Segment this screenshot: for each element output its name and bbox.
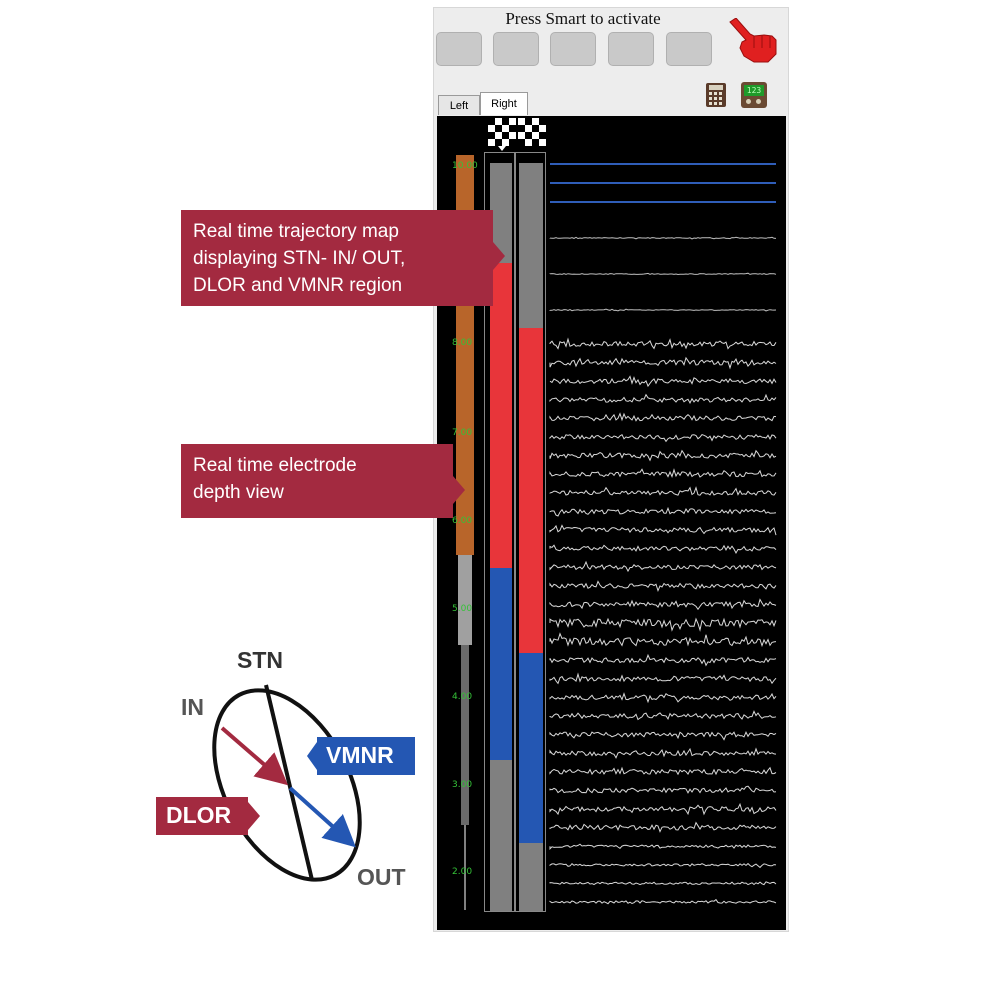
electrode-tip [464,825,466,910]
trace-line [549,337,777,350]
hand-pointer-icon[interactable] [724,18,780,68]
trace-line [549,881,777,886]
trace-line [549,308,777,312]
in-label: IN [181,694,204,720]
trace-line [549,672,777,685]
trace-line [549,862,777,869]
trace-line [549,580,777,593]
trace-line [549,560,777,573]
trace-line [549,843,777,851]
trace-line [549,486,777,496]
smart-button-4[interactable] [608,32,654,66]
trace-line [549,692,777,704]
trace-line [549,653,777,667]
trace-line [549,524,777,536]
trace-line [549,747,777,759]
electrode-shaft [458,555,472,645]
callout-line: Real time trajectory map [193,221,399,242]
depth-tick: 3.00 [452,780,473,790]
dlor-label: DLOR [166,802,232,828]
trace-line [549,506,777,517]
trace-line [549,821,777,833]
stn-label: STN [237,647,283,673]
depth-tick: 8.00 [452,338,473,348]
trajectory-column-1 [490,163,512,911]
callout-line: Real time electrode [193,455,357,476]
trace-line [549,802,777,816]
depth-view-callout: Real time electrode depth view [181,444,465,518]
electrode-shaft-lower [461,645,469,825]
smart-button-1[interactable] [436,32,482,66]
callout-line: DLOR and VMNR region [193,275,403,296]
trajectory-marker-icons [488,118,546,151]
out-label: OUT [357,864,406,890]
depth-tick: 7.00 [452,428,473,438]
trace-line [549,356,777,370]
depth-tick: 6.00 [452,516,473,526]
trace-line [549,236,777,240]
trajectory-frame-2 [514,152,546,912]
trace-line [549,433,777,443]
trajectory-column-2 [519,163,543,911]
depth-tick: 2.00 [452,867,473,877]
counter-display-readout: 123 [744,85,764,96]
tab-right[interactable]: Right [480,92,528,115]
trace-line [549,272,777,276]
counter-display-icon[interactable]: 123 [741,82,767,108]
smart-button-3[interactable] [550,32,596,66]
calculator-icon[interactable] [705,82,727,108]
trace-line [549,766,777,776]
trace-line [549,598,777,611]
smart-activate-title: Press Smart to activate [505,9,661,28]
callout-line: depth view [193,482,284,503]
trace-line [549,730,777,741]
trace-line [549,412,777,422]
vmnr-label: VMNR [326,742,394,768]
depth-tick: 10.00 [452,161,478,171]
trace-line [549,375,777,388]
trace-line [549,632,777,648]
trace-line [549,898,777,905]
trace-line [549,710,777,721]
trajectory-frame-1 [484,152,516,912]
smart-button-5[interactable] [666,32,712,66]
trajectory-map-callout: Real time trajectory map displaying STN-… [181,210,505,306]
tab-left[interactable]: Left [438,95,480,115]
neural-traces [549,163,777,905]
callout-line: displaying STN- IN/ OUT, [193,248,406,269]
depth-tick: 5.00 [452,604,473,614]
smart-button-2[interactable] [493,32,539,66]
trace-line [549,544,777,554]
stn-diagram [156,684,415,882]
trace-line [549,449,777,462]
trace-line [549,785,777,794]
trace-line [549,393,777,404]
depth-tick: 4.00 [452,692,473,702]
trace-line [549,617,777,632]
trace-line [549,468,777,478]
